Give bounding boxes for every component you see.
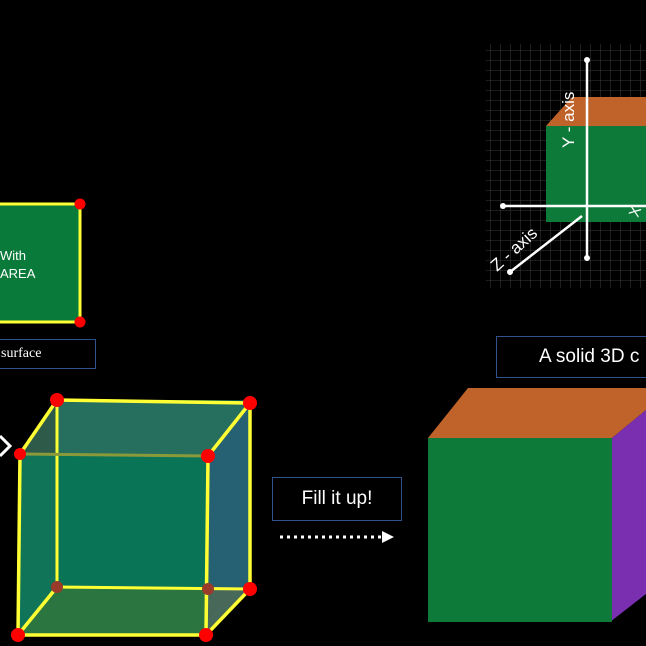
square-text-line1: With bbox=[0, 248, 26, 263]
fill-arrow-head bbox=[382, 531, 394, 543]
fill-arrow bbox=[280, 531, 394, 543]
solid-cube-front-face bbox=[428, 438, 612, 622]
wire-cube-front-edges bbox=[16, 398, 252, 637]
wire-cube-back-edges bbox=[55, 400, 251, 591]
wire-cube-vertices bbox=[11, 393, 257, 642]
axes-cube-top bbox=[546, 97, 646, 126]
wire-cube-hidden-vertices bbox=[51, 581, 214, 595]
arrow-chevron bbox=[0, 434, 13, 458]
fill-it-up-box: Fill it up! bbox=[272, 477, 402, 521]
solid-cube-caption-box: A solid 3D c bbox=[496, 336, 646, 378]
x-axis-start bbox=[500, 203, 506, 209]
square-face bbox=[0, 202, 82, 324]
square-caption-text: surface bbox=[1, 346, 42, 361]
solid-cube-top-face bbox=[428, 388, 646, 438]
solid-cube bbox=[428, 388, 646, 622]
z-axis-end bbox=[507, 269, 513, 275]
fill-it-up-text: Fill it up! bbox=[301, 488, 373, 509]
y-axis-start bbox=[584, 255, 590, 261]
z-axis-line bbox=[509, 215, 583, 273]
axes-panel: Y - axis Z - axis X bbox=[486, 44, 646, 288]
wireframe-cube bbox=[11, 393, 257, 642]
solid-cube-caption-text: A solid 3D c bbox=[539, 346, 640, 367]
square-text-line2: AREA bbox=[0, 266, 36, 281]
y-axis-end bbox=[584, 57, 590, 63]
square-caption-box: surface bbox=[0, 339, 96, 369]
square-to-cube-arrow bbox=[0, 434, 13, 458]
square-vertex-top-right bbox=[74, 198, 86, 210]
wire-cube-hidden-edges bbox=[19, 452, 209, 458]
square-shape: With AREA bbox=[0, 198, 86, 328]
wire-cube-bottom-face bbox=[18, 587, 250, 635]
square-vertex-bottom-right bbox=[74, 316, 86, 328]
y-axis-label: Y - axis bbox=[559, 92, 578, 148]
solid-cube-side-face bbox=[610, 410, 646, 622]
